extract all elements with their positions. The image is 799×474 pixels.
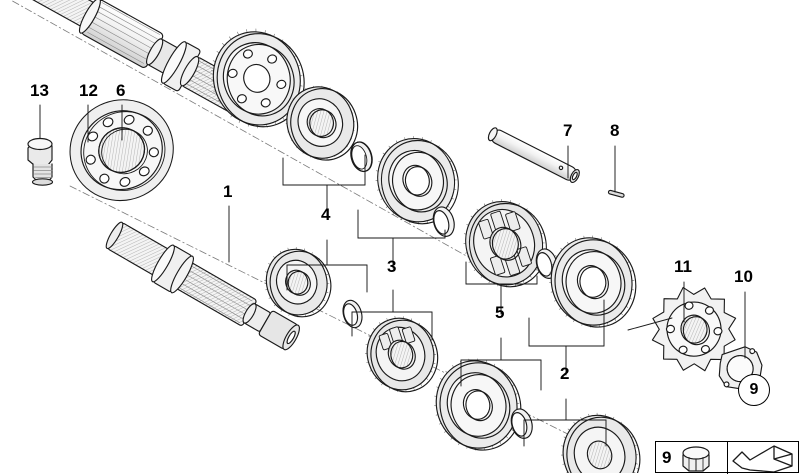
part-11-chain-sprocket [651,286,737,372]
callout-label-11: 11 [674,257,692,276]
part-12-driven-gear [69,99,174,202]
callout-label-2: 2 [560,364,570,383]
part-3-gear [375,136,459,225]
legend-divider [727,442,728,474]
wedge-arrow-icon [732,445,793,472]
legend-number-9: 9 [662,448,672,467]
part-4-gear-b [285,85,359,161]
part-7-shift-rod [487,127,580,184]
part-bottom-gear [434,358,522,451]
part-bottom-right-gear [560,412,641,473]
legend-box: 9 [655,441,799,474]
legend-item-nut: 9 [656,442,727,474]
callout-label-8: 8 [610,121,620,140]
leader-lines [39,104,746,447]
part-lower-circlip-a [342,299,363,329]
callout-label-6: 6 [116,81,126,100]
callout-circle-9: 9 [738,374,770,406]
callout-label-12: 12 [79,81,98,100]
callout-label-7: 7 [563,121,573,140]
callout-label-4: 4 [321,205,331,224]
part-4-circlip [350,141,373,173]
callout-label-13: 13 [30,81,49,100]
part-8-retaining-pin [607,189,625,198]
callout-label-5: 5 [495,303,505,322]
part-5-selector-gear [463,199,547,288]
callout-label-10: 10 [734,267,753,286]
part-4-gear-a [211,28,305,129]
part-bottom-circlip [510,408,533,439]
part-lower-gear-a [264,246,332,318]
callout-label-3: 3 [387,257,397,276]
part-3-circlip [432,206,455,237]
part-1-output-shaft [105,221,300,351]
part-13-flange-bolt [27,137,54,186]
part-lower-gear-b [364,316,439,393]
legend-item-direction [728,442,799,474]
axis-line [9,0,641,471]
callout-label-1: 1 [223,182,233,201]
hex-nut-icon [682,446,711,472]
part-2-gear [549,235,637,328]
